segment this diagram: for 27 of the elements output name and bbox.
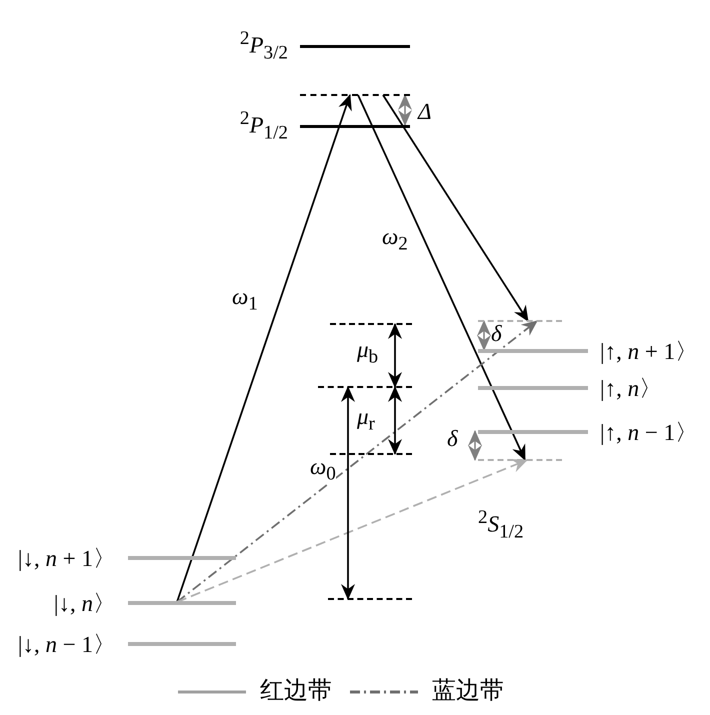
legend-text: 红边带 xyxy=(260,678,332,702)
transition-arrow xyxy=(176,94,352,602)
label: $^{2}$S$_{1/2}$ xyxy=(478,508,524,542)
virtual-level-line xyxy=(300,94,410,96)
level-label: |↓, n〉 xyxy=(54,592,116,614)
transition-arrow xyxy=(176,459,528,603)
legend-text: 蓝边带 xyxy=(432,678,504,702)
level-label: |↓, n + 1〉 xyxy=(18,546,116,570)
transition-arrow xyxy=(382,94,529,322)
level-label: |↑, n + 1〉 xyxy=(600,340,698,362)
virtual-level-line xyxy=(478,459,562,461)
transition-arrow xyxy=(388,323,402,388)
virtual-level-line xyxy=(328,598,412,600)
transition-arrow xyxy=(388,386,402,455)
transition-arrow xyxy=(398,94,412,126)
transition-arrow xyxy=(357,94,526,461)
virtual-level-line xyxy=(318,386,412,388)
level-label: |↑, n − 1〉 xyxy=(600,420,698,444)
level-label: |↑, n〉 xyxy=(600,376,662,400)
transition-arrow xyxy=(477,320,491,351)
level-label: $^{2}$P$_{1/2}$ xyxy=(240,109,288,143)
level-label: |↓, n − 1〉 xyxy=(18,632,116,656)
transition-arrow xyxy=(176,320,538,603)
level-label: $^{2}$P$_{3/2}$ xyxy=(240,29,288,63)
virtual-level-line xyxy=(330,323,412,325)
transition-arrow xyxy=(468,430,482,461)
transition-arrow xyxy=(341,386,355,600)
